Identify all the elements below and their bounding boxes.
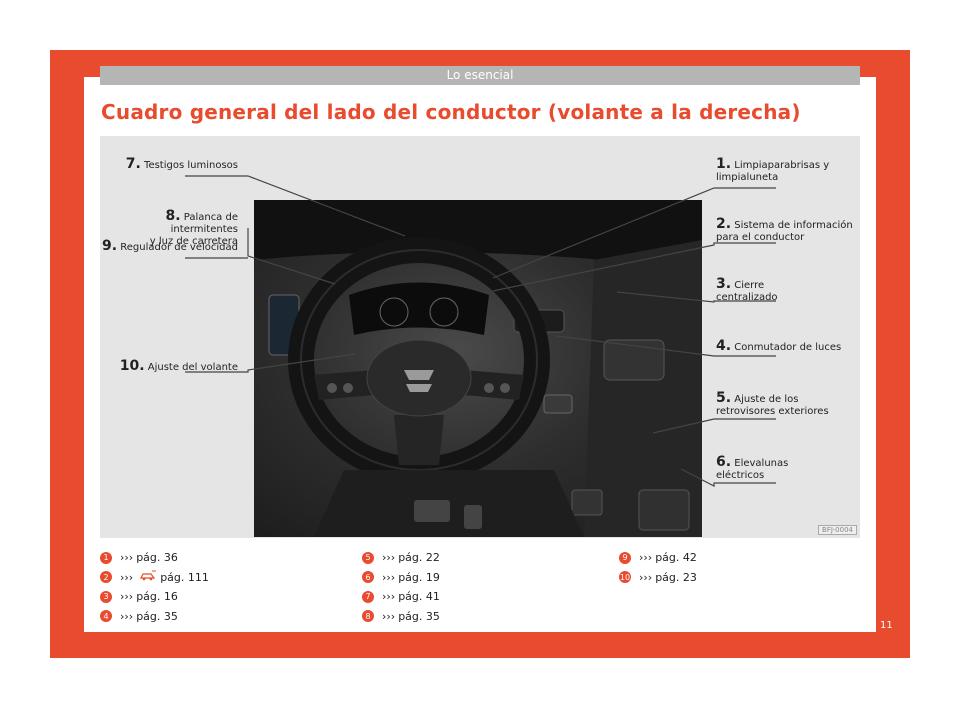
callout-label: Regulador de velocidad — [120, 242, 238, 253]
reference-page: pág. 23 — [655, 570, 697, 584]
callout-label-line2: eléctricos — [716, 470, 765, 481]
reference-number: 5 — [362, 551, 374, 564]
callout-leaders — [185, 175, 776, 487]
references-column-2: 5 ››› pág. 22 6 ››› pág. 19 7 ››› pág. 4… — [362, 548, 440, 626]
reference-item[interactable]: 3 ››› pág. 16 — [100, 587, 209, 607]
link-arrow: ››› — [382, 609, 396, 623]
callout-number: 6. — [716, 454, 732, 470]
callout-2-driver-info: 2. Sistema de información para el conduc… — [716, 216, 856, 244]
link-arrow: ››› — [120, 551, 134, 565]
reference-number: 8 — [362, 610, 374, 623]
callout-3-central-locking: 3. Cierre centralizado — [716, 276, 856, 304]
callout-label-line2: centralizado — [716, 292, 778, 303]
callout-number: 8. — [165, 208, 181, 224]
reference-item[interactable]: 5 ››› pág. 22 — [362, 548, 440, 568]
reference-page: pág. 22 — [398, 551, 440, 565]
section-header: Lo esencial — [100, 66, 860, 85]
callout-number: 2. — [716, 216, 732, 232]
callout-number: 10. — [119, 358, 145, 374]
references-column-3: 9 ››› pág. 42 10 ››› pág. 23 — [619, 548, 697, 587]
callout-label: Elevalunas — [734, 458, 789, 469]
callout-1-wipers: 1. Limpiaparabrisas y limpialuneta — [716, 156, 856, 184]
callout-4-light-switch: 4. Conmutador de luces — [716, 338, 856, 354]
reference-page: pág. 36 — [136, 551, 178, 565]
callout-8-indicator-lever: 8. Palanca de intermitentes y luz de car… — [100, 208, 238, 248]
references-column-1: 1 ››› pág. 36 2 ››› pág. 111 3 ››› pág. … — [100, 548, 209, 626]
reference-item[interactable]: 6 ››› pág. 19 — [362, 568, 440, 588]
link-arrow: ››› — [639, 570, 653, 584]
dashboard-photo — [254, 200, 702, 537]
callout-label-line2: retrovisores exteriores — [716, 406, 829, 417]
dashboard-figure: 7. Testigos luminosos 8. Palanca de inte… — [100, 136, 860, 538]
callout-10-steering-adjust: 10. Ajuste del volante — [110, 358, 238, 374]
callout-label-line2: para el conductor — [716, 232, 805, 243]
link-arrow: ››› — [120, 570, 134, 584]
reference-item[interactable]: 2 ››› pág. 111 — [100, 568, 209, 588]
page-number: 11 — [880, 620, 893, 631]
callout-number: 4. — [716, 338, 732, 354]
reference-number: 6 — [362, 571, 374, 584]
reference-item[interactable]: 1 ››› pág. 36 — [100, 548, 209, 568]
callout-label: Ajuste del volante — [147, 362, 238, 373]
reference-page: pág. 41 — [398, 590, 440, 604]
reference-number: 1 — [100, 551, 112, 564]
reference-page: pág. 111 — [160, 570, 209, 584]
callout-number: 1. — [716, 156, 732, 172]
reference-item[interactable]: 8 ››› pág. 35 — [362, 607, 440, 627]
callout-label-line2: y luz de carretera — [149, 236, 238, 247]
reference-number: 3 — [100, 590, 112, 603]
reference-number: 4 — [100, 610, 112, 623]
reference-page: pág. 19 — [398, 570, 440, 584]
reference-number: 10 — [619, 571, 631, 584]
callout-label: Palanca de intermitentes — [170, 212, 238, 235]
reference-page: pág. 35 — [136, 609, 178, 623]
callout-label: Conmutador de luces — [734, 342, 842, 353]
reference-number: 9 — [619, 551, 631, 564]
reference-number: 2 — [100, 571, 112, 584]
reference-number: 7 — [362, 590, 374, 603]
callout-number: 5. — [716, 390, 732, 406]
link-arrow: ››› — [382, 590, 396, 604]
callout-9-cruise-control: 9. Regulador de velocidad — [100, 238, 238, 254]
link-arrow: ››› — [120, 590, 134, 604]
link-arrow: ››› — [639, 551, 653, 565]
callout-6-power-windows: 6. Elevalunas eléctricos — [716, 454, 856, 482]
link-arrow: ››› — [382, 570, 396, 584]
callout-label: Limpiaparabrisas y — [734, 160, 830, 171]
callout-label: Ajuste de los — [734, 394, 799, 405]
reference-page: pág. 16 — [136, 590, 178, 604]
callout-number: 3. — [716, 276, 732, 292]
callout-number: 9. — [102, 238, 118, 254]
reference-item[interactable]: 7 ››› pág. 41 — [362, 587, 440, 607]
reference-page: pág. 42 — [655, 551, 697, 565]
reference-page: pág. 35 — [398, 609, 440, 623]
callout-label: Cierre — [734, 280, 765, 291]
link-arrow: ››› — [120, 609, 134, 623]
link-arrow: ››› — [382, 551, 396, 565]
callout-7-warning-lights: 7. Testigos luminosos — [110, 156, 238, 172]
reference-item[interactable]: 10 ››› pág. 23 — [619, 568, 697, 588]
callout-label-line2: limpialuneta — [716, 172, 779, 183]
callout-5-mirror-adjust: 5. Ajuste de los retrovisores exteriores — [716, 390, 856, 418]
reference-item[interactable]: 4 ››› pág. 35 — [100, 607, 209, 627]
dashboard-illustration — [254, 200, 702, 537]
page-title: Cuadro general del lado del conductor (v… — [101, 100, 801, 124]
figure-code: BFJ-0004 — [818, 525, 857, 535]
callout-label: Sistema de información — [734, 220, 853, 231]
callout-label: Testigos luminosos — [144, 160, 238, 171]
car-warning-icon — [139, 570, 157, 584]
reference-item[interactable]: 9 ››› pág. 42 — [619, 548, 697, 568]
callout-number: 7. — [125, 156, 141, 172]
